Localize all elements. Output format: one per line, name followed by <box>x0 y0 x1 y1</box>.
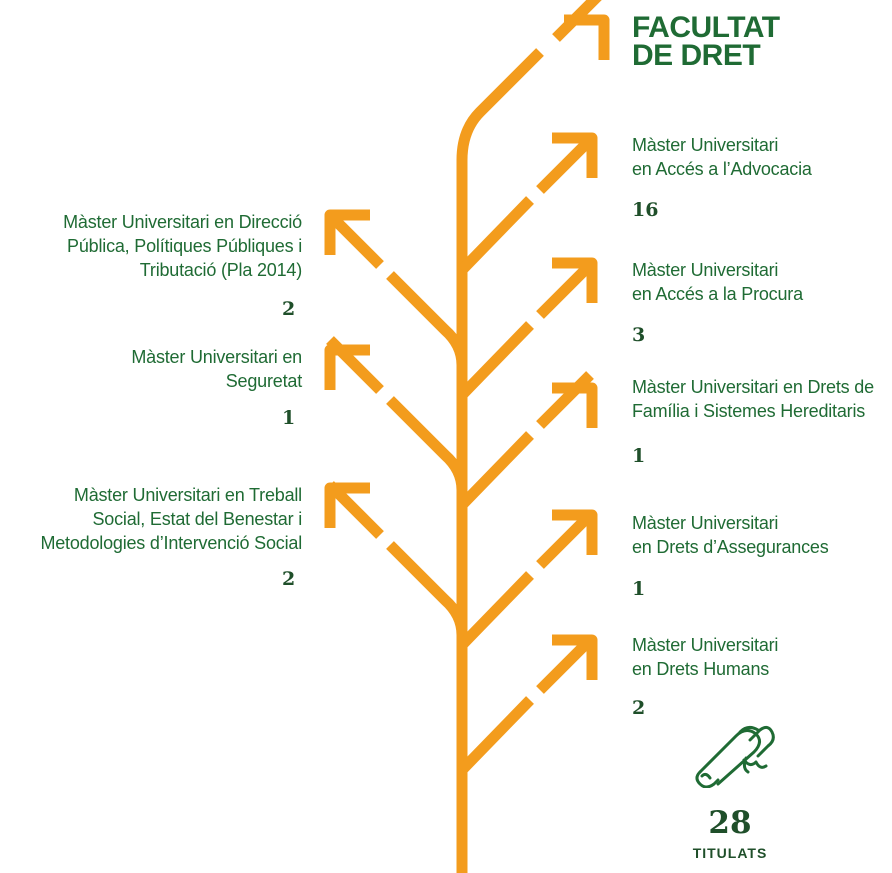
left-item-2-line1: Màster Universitari en <box>131 347 302 367</box>
diploma-scroll-icon <box>695 725 775 788</box>
faculty-title-line1: FACULTAT <box>632 11 780 44</box>
left-item-3-count: 2 <box>282 568 296 590</box>
right-item-1-count: 16 <box>632 199 659 221</box>
top-branch-dash <box>552 0 602 42</box>
left-item-1-label: Màster Universitari en Direcció Pública,… <box>63 210 302 282</box>
left-item-1-count: 2 <box>282 298 296 320</box>
left-item-2-line2: Seguretat <box>225 371 302 391</box>
total-label: TITULATS <box>692 845 768 861</box>
left-arrowhead-3 <box>324 482 370 528</box>
left-arrowhead-2 <box>324 344 370 390</box>
left-item-3-line3: Metodologies d’Intervenció Social <box>40 533 302 553</box>
right-branch-5 <box>458 696 534 774</box>
right-item-5-line2: en Drets Humans <box>632 659 770 679</box>
right-item-1-line2: en Accés a l’Advocacia <box>632 159 812 179</box>
right-item-2-line1: Màster Universitari <box>632 260 779 280</box>
right-item-1-line1: Màster Universitari <box>632 135 779 155</box>
right-branch-4 <box>458 571 534 649</box>
left-branch-3 <box>386 541 468 636</box>
top-arrowhead <box>564 14 610 60</box>
left-branch-1-dash <box>326 211 384 269</box>
left-item-1-line3: Tributació (Pla 2014) <box>139 260 302 280</box>
right-branch-2-dash <box>536 261 594 319</box>
left-item-3-line2: Social, Estat del Benestar i <box>92 509 302 529</box>
right-item-5-label: Màster Universitari en Drets Humans <box>632 633 778 681</box>
right-arrowhead-5 <box>552 634 598 680</box>
right-branch-4-dash <box>536 511 594 569</box>
right-item-3-line2: Família i Sistemes Hereditaris <box>632 401 866 421</box>
right-branch-3 <box>458 431 534 509</box>
right-branch-1-dash <box>536 136 594 194</box>
right-arrowhead-2 <box>552 257 598 303</box>
right-arrowhead-3 <box>552 382 598 428</box>
faculty-title: FACULTAT DE DRET <box>632 11 780 72</box>
left-item-2-count: 1 <box>282 407 296 429</box>
right-item-3-count: 1 <box>632 445 646 467</box>
right-branch-2 <box>458 321 534 399</box>
right-item-4-line2: en Drets d’Assegurances <box>632 537 829 557</box>
left-arrowhead-1 <box>324 209 370 255</box>
total-count: 28 <box>708 805 752 841</box>
right-item-4-count: 1 <box>632 578 646 600</box>
left-branch-2 <box>386 396 468 491</box>
left-item-3-line1: Màster Universitari en Treball <box>73 485 302 505</box>
left-item-1-line2: Pública, Polítiques Públiques i <box>67 236 302 256</box>
right-item-5-line1: Màster Universitari <box>632 635 779 655</box>
left-item-1-line1: Màster Universitari en Direcció <box>63 212 302 232</box>
left-item-2-label: Màster Universitari en Seguretat <box>131 345 302 393</box>
right-item-3-label: Màster Universitari en Drets de Família … <box>632 375 874 423</box>
right-branch-1 <box>458 196 534 274</box>
left-branch-1 <box>386 271 468 366</box>
right-item-2-line2: en Accés a la Procura <box>632 284 803 304</box>
right-item-2-label: Màster Universitari en Accés a la Procur… <box>632 258 803 306</box>
right-arrowhead-1 <box>552 132 598 178</box>
faculty-title-line2: DE DRET <box>632 39 761 72</box>
right-item-4-label: Màster Universitari en Drets d’Asseguran… <box>632 511 829 559</box>
right-arrowhead-4 <box>552 509 598 555</box>
right-item-5-count: 2 <box>632 697 646 719</box>
right-branch-5-dash <box>536 636 594 694</box>
left-item-3-label: Màster Universitari en Treball Social, E… <box>40 483 302 555</box>
right-item-1-label: Màster Universitari en Accés a l’Advocac… <box>632 133 812 181</box>
right-item-4-line1: Màster Universitari <box>632 513 779 533</box>
trunk <box>456 48 544 873</box>
right-item-2-count: 3 <box>632 324 646 346</box>
right-item-3-line1: Màster Universitari en Drets de <box>632 377 874 397</box>
